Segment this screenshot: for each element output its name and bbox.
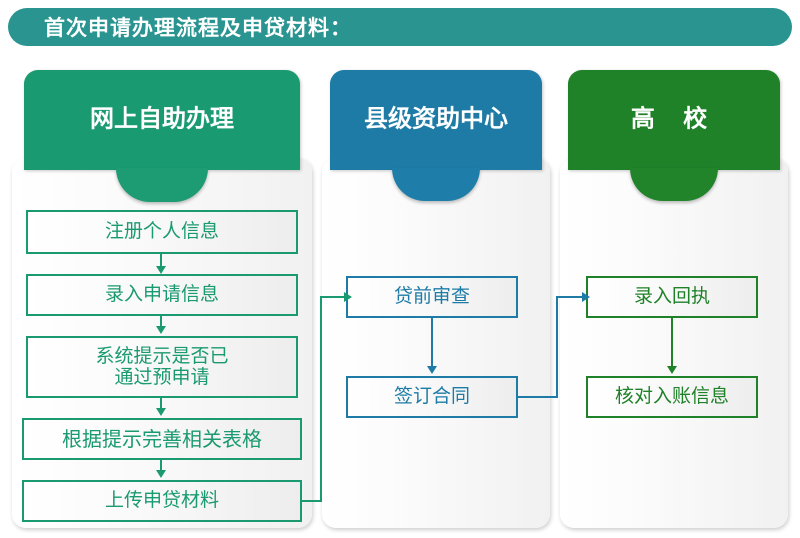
step-label: 签订合同	[393, 385, 470, 408]
arrow-c1-1-2	[156, 266, 166, 274]
header-label-online-self-service: 网上自助办理	[90, 104, 234, 133]
step-label: 录入回执	[633, 285, 710, 308]
step-enter-receipt[interactable]: 录入回执	[586, 276, 758, 318]
step-complete-forms[interactable]: 根据提示完善相关表格	[22, 418, 302, 460]
connector-c1-2-3	[160, 316, 162, 330]
arrow-c1-to-c2	[344, 292, 352, 302]
connector-c2-to-c3-horizontal-out	[518, 396, 558, 398]
step-verify-deposit-info[interactable]: 核对入账信息	[586, 376, 758, 418]
step-enter-application-info[interactable]: 录入申请信息	[26, 274, 298, 316]
connector-c2-to-c3-vertical	[556, 296, 558, 398]
step-label: 贷前审查	[393, 285, 470, 308]
arrow-c1-3-4	[156, 408, 166, 416]
connector-c2-1-2	[431, 318, 433, 370]
connector-c1-4-5	[160, 460, 162, 474]
connector-c1-to-c2-horizontal-in	[320, 296, 348, 298]
connector-c1-3-4	[160, 398, 162, 412]
step-pre-loan-review[interactable]: 贷前审查	[346, 276, 518, 318]
connector-c1-to-c2-horizontal-out	[302, 500, 322, 502]
arrow-c1-2-3	[156, 326, 166, 334]
step-label: 上传申贷材料	[104, 489, 219, 512]
header-tab-online-self-service: 网上自助办理	[24, 70, 300, 170]
step-label: 系统提示是否已 通过预申请	[95, 344, 229, 388]
header-tongue-online-self-service	[116, 168, 208, 202]
arrow-c3-1-2	[667, 366, 677, 374]
connector-c3-1-2	[671, 318, 673, 370]
step-register-personal-info[interactable]: 注册个人信息	[26, 210, 298, 254]
panel-university	[560, 158, 788, 528]
connector-c2-to-c3-horizontal-in	[556, 296, 586, 298]
step-label: 注册个人信息	[104, 220, 219, 243]
step-system-prompt-preapply[interactable]: 系统提示是否已 通过预申请	[26, 336, 298, 398]
connector-c1-to-c2-vertical	[320, 296, 322, 502]
header-label-county-funding-center: 县级资助中心	[364, 104, 508, 133]
arrow-c2-1-2	[427, 366, 437, 374]
header-tab-county-funding-center: 县级资助中心	[330, 70, 542, 170]
step-label: 核对入账信息	[614, 385, 729, 408]
page-title: 首次申请办理流程及申贷材料：	[44, 16, 352, 40]
connector-c1-1-2	[160, 254, 162, 270]
step-sign-contract[interactable]: 签订合同	[346, 376, 518, 418]
step-label: 录入申请信息	[104, 283, 219, 306]
step-upload-materials[interactable]: 上传申贷材料	[22, 480, 302, 522]
page-title-bar: 首次申请办理流程及申贷材料：	[8, 8, 792, 46]
header-tab-university: 高 校	[568, 70, 780, 170]
panel-county-funding-center	[322, 158, 550, 528]
arrow-c2-to-c3	[582, 292, 590, 302]
step-label: 根据提示完善相关表格	[62, 426, 262, 451]
header-label-university: 高 校	[630, 104, 718, 133]
arrow-c1-4-5	[156, 470, 166, 478]
